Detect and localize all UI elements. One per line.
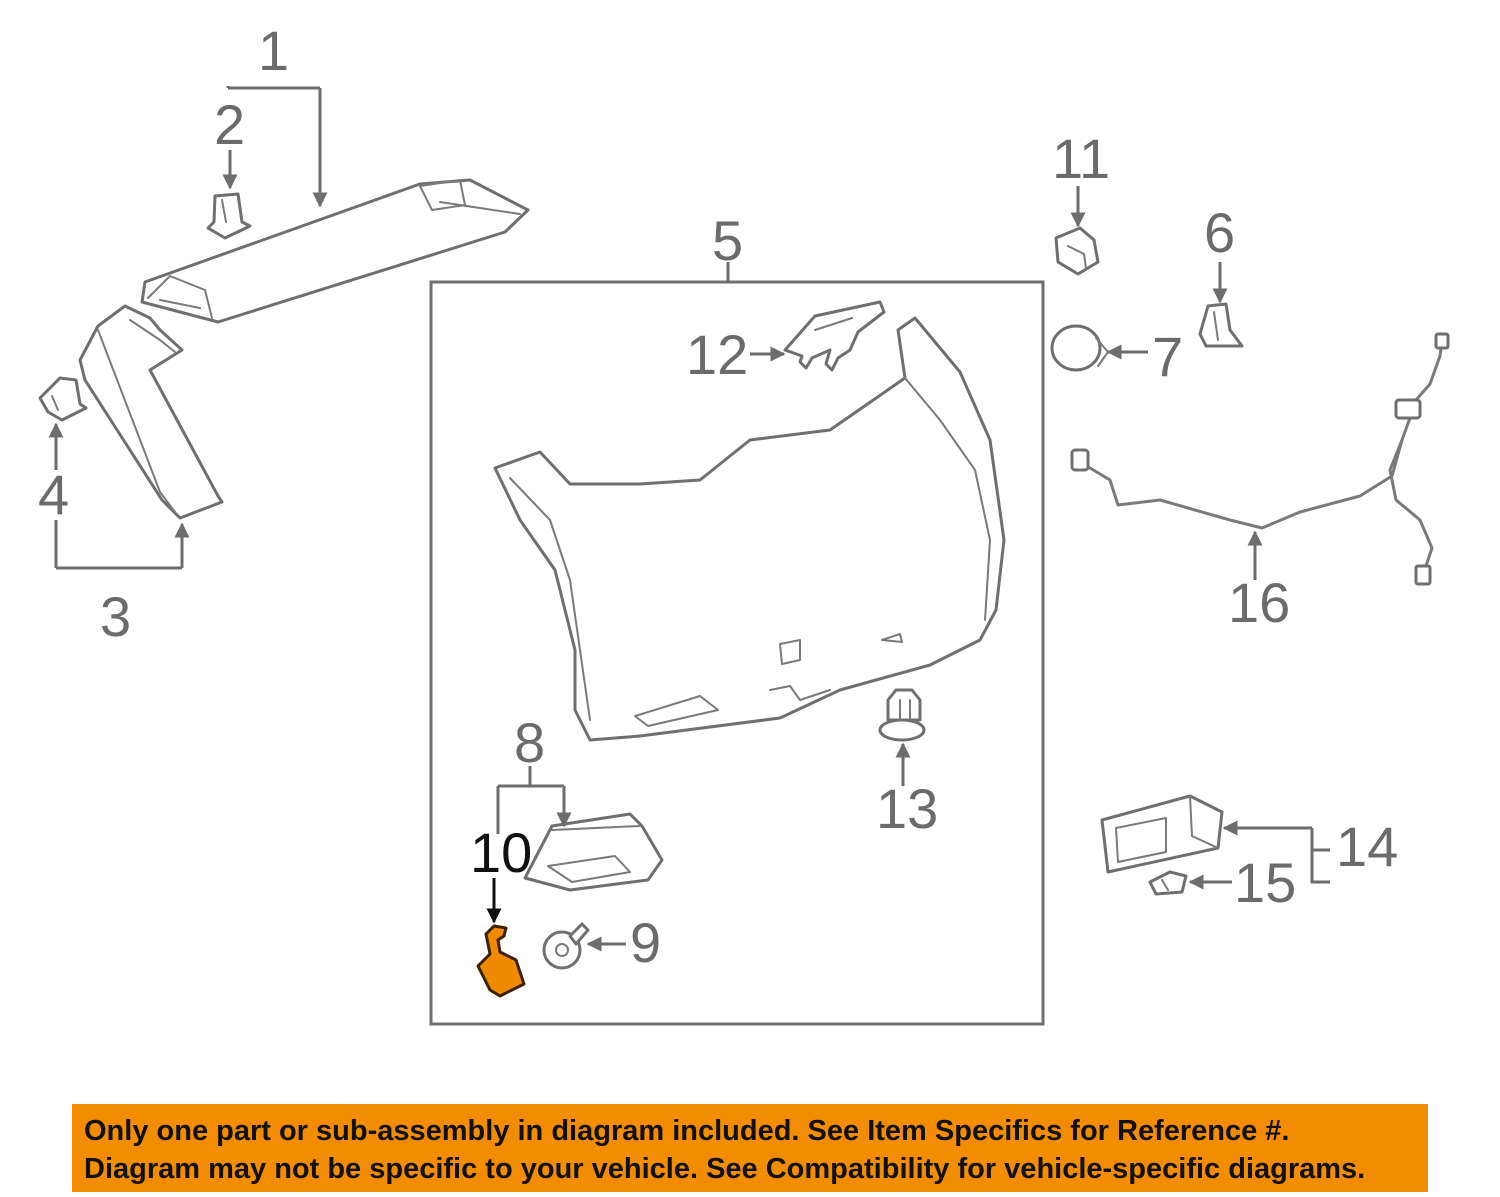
leader-lines xyxy=(48,86,1330,952)
part-8-lamp-housing xyxy=(523,812,664,892)
callout-3: 3 xyxy=(100,585,131,648)
part-7-bumper xyxy=(1050,324,1109,372)
part-10-highlighted xyxy=(476,924,526,998)
callout-9: 9 xyxy=(630,911,661,974)
part-9-screw xyxy=(542,922,590,970)
part-5-assembly-frame xyxy=(429,280,1045,1026)
callout-15: 15 xyxy=(1234,851,1296,914)
disclaimer-line-1: Only one part or sub-assembly in diagram… xyxy=(84,1115,1290,1147)
part-11-clip xyxy=(1054,226,1100,276)
disclaimer-line-2: Diagram may not be specific to your vehi… xyxy=(84,1153,1366,1185)
part-2-clip xyxy=(206,192,252,240)
part-13-push-pin xyxy=(878,688,926,742)
part-5-liftgate-trim-panel xyxy=(493,316,1006,742)
callout-7: 7 xyxy=(1152,325,1183,388)
callout-10: 10 xyxy=(470,821,532,884)
callout-5: 5 xyxy=(712,209,743,272)
callout-2: 2 xyxy=(214,93,245,156)
callout-13: 13 xyxy=(876,777,938,840)
part-16-wiring-harness xyxy=(1070,332,1450,586)
callout-6: 6 xyxy=(1204,201,1235,264)
disclaimer-banner: Only one part or sub-assembly in diagram… xyxy=(72,1104,1428,1192)
callout-8: 8 xyxy=(514,711,545,774)
part-14-lamp xyxy=(1100,794,1224,874)
part-15-bulb xyxy=(1148,870,1188,896)
callout-14: 14 xyxy=(1336,815,1398,878)
part-1-upper-garnish-panel xyxy=(140,178,530,324)
part-3-pillar-trim xyxy=(78,304,224,520)
callout-11: 11 xyxy=(1052,127,1110,190)
callout-1: 1 xyxy=(258,19,289,82)
part-6-clip xyxy=(1198,302,1244,348)
callout-4: 4 xyxy=(38,463,69,526)
callout-16: 16 xyxy=(1228,571,1290,634)
part-12-bracket xyxy=(783,300,886,372)
callout-12: 12 xyxy=(686,323,748,386)
part-4-clip xyxy=(38,376,88,422)
callout-labels: 1 2 3 4 5 6 7 8 9 10 11 12 13 14 15 16 xyxy=(38,19,1398,974)
